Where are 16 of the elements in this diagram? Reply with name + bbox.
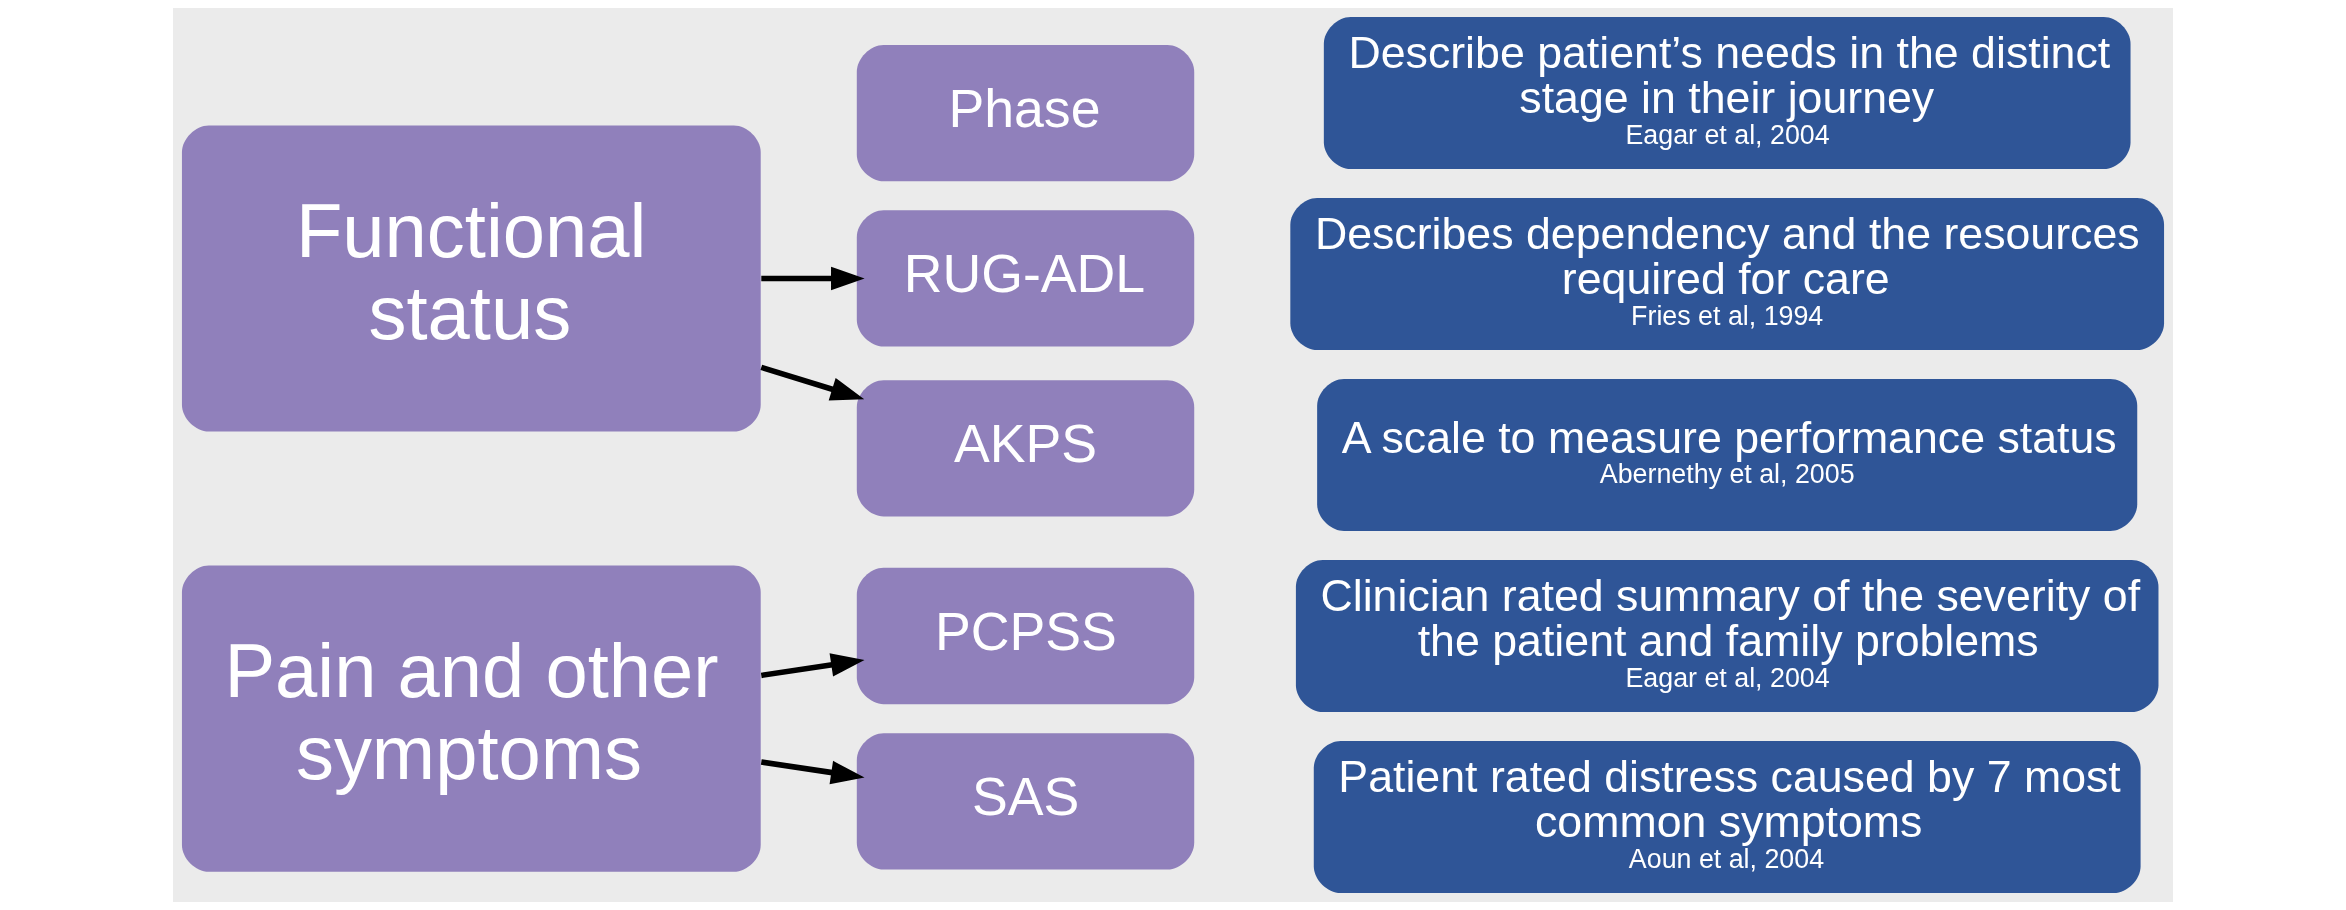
node-box: Describes dependency and the resources required for care Fries et al, 1994 — [1290, 198, 2165, 350]
node-box: Functional status — [181, 125, 761, 432]
node-box: RUG-ADL — [856, 210, 1195, 347]
node-box: AKPS — [856, 380, 1195, 517]
node-box: PCPSS — [856, 567, 1195, 705]
node-box: A scale to measure performance status Abernethy et al, 2005 — [1317, 379, 2138, 531]
node-box: Patient rated distress caused by 7 most common symptoms Aoun et al, 2004 — [1313, 741, 2141, 893]
node-box: Describe patient’s needs in the distinct stage in their journey Eagar et al, 2004 — [1323, 17, 2131, 169]
node-box: Phase — [856, 44, 1195, 182]
node-box: Pain and other symptoms — [181, 565, 761, 872]
node-box: Clinician rated summary of the severity of the patient and family problems Eagar et al, 2004 — [1295, 560, 2159, 712]
node-box: SAS — [856, 733, 1195, 870]
arrow — [760, 653, 865, 679]
arrow — [760, 364, 865, 401]
arrow — [760, 759, 865, 785]
arrow — [761, 266, 865, 291]
